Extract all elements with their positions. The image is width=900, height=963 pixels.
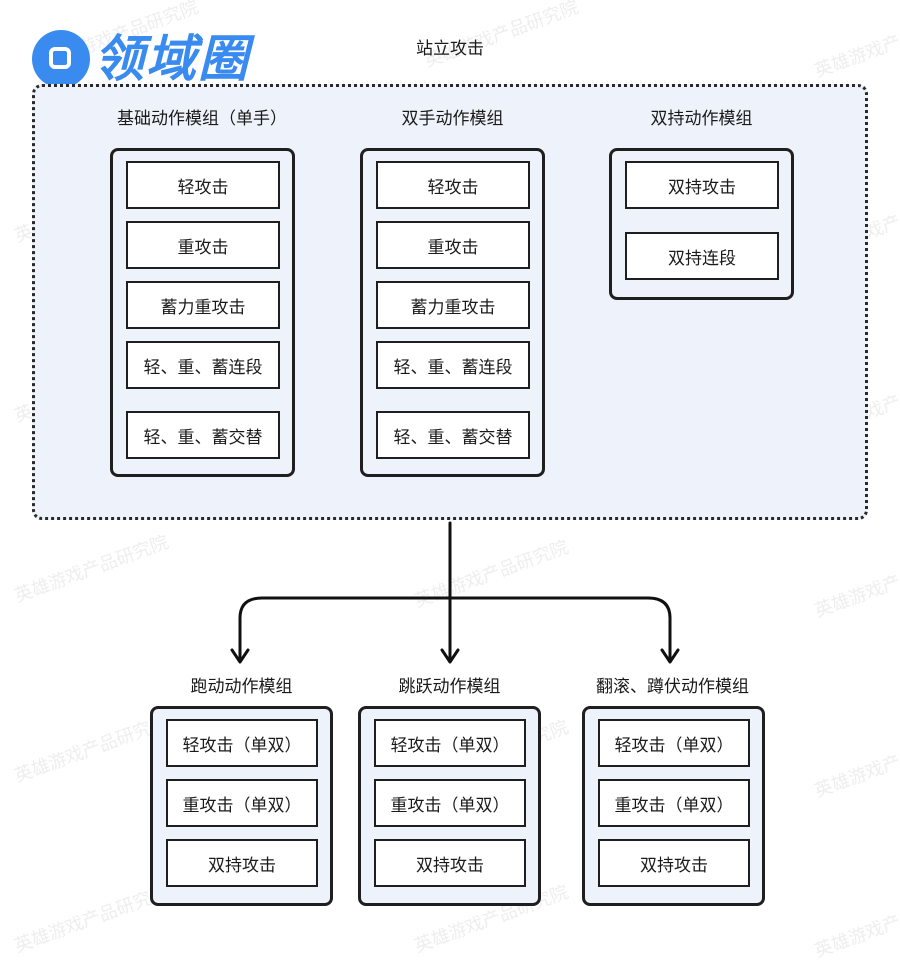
module-roll-crouch: 轻攻击（单双） 重攻击（单双） 双持攻击 [582,706,765,906]
module-item: 蓄力重攻击 [126,281,280,329]
module-basic-one-hand: 轻攻击 重攻击 蓄力重攻击 轻、重、蓄连段 轻、重、蓄交替 [110,148,295,477]
logo-mark-icon [32,30,90,88]
module-dual-wield: 双持攻击 双持连段 [609,148,794,300]
group-title-running: 跑动动作模组 [190,677,293,697]
module-item: 重攻击（单双） [598,779,750,827]
logo-text: 领域圈 [94,30,250,88]
module-item: 轻、重、蓄交替 [376,411,530,459]
module-jumping: 轻攻击（单双） 重攻击（单双） 双持攻击 [358,706,541,906]
group-title-dual-wield: 双持动作模组 [650,109,753,129]
logo: 领域圈 [32,30,250,88]
module-item: 轻攻击 [126,161,280,209]
connector-left [238,596,452,662]
module-item: 轻攻击 [376,161,530,209]
module-item: 轻攻击（单双） [374,719,526,767]
connector-right [448,596,672,662]
module-item: 轻攻击（单双） [166,719,318,767]
module-item: 双持攻击 [598,839,750,887]
arrowhead-middle [440,648,460,664]
group-title-two-hand: 双手动作模组 [401,109,504,129]
module-item: 重攻击（单双） [166,779,318,827]
group-title-jumping: 跳跃动作模组 [398,677,501,697]
diagram-title: 站立攻击 [416,39,484,59]
arrowhead-left [230,648,250,664]
module-item: 双持攻击 [166,839,318,887]
module-item: 重攻击 [376,221,530,269]
module-item: 轻、重、蓄交替 [126,411,280,459]
module-item: 双持攻击 [625,161,779,209]
module-item: 双持攻击 [374,839,526,887]
module-running: 轻攻击（单双） 重攻击（单双） 双持攻击 [150,706,333,906]
module-item: 蓄力重攻击 [376,281,530,329]
module-two-hand: 轻攻击 重攻击 蓄力重攻击 轻、重、蓄连段 轻、重、蓄交替 [360,148,545,477]
module-item: 轻攻击（单双） [598,719,750,767]
arrowhead-right [660,648,680,664]
module-item: 轻、重、蓄连段 [126,341,280,389]
group-title-roll-crouch: 翻滚、蹲伏动作模组 [596,677,749,697]
module-item: 重攻击（单双） [374,779,526,827]
module-item: 重攻击 [126,221,280,269]
module-item: 双持连段 [625,232,779,280]
group-title-basic-one-hand: 基础动作模组（单手） [117,109,287,129]
module-item: 轻、重、蓄连段 [376,341,530,389]
connector-arrows [230,521,680,664]
